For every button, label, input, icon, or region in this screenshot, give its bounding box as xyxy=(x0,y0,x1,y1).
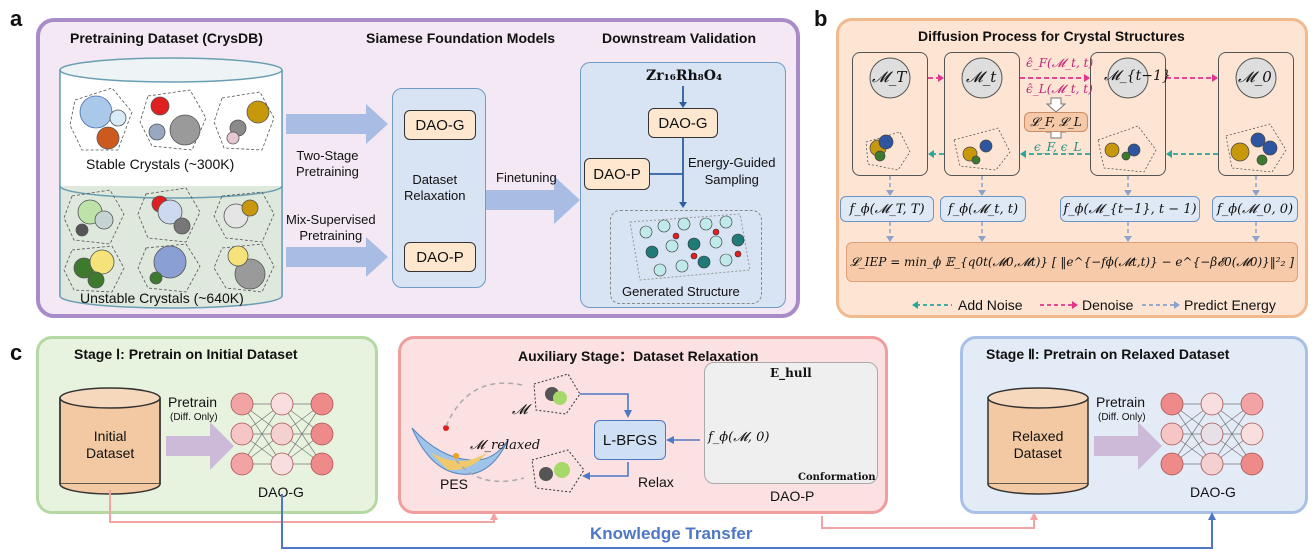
unstable-crystal-2 xyxy=(137,187,201,243)
aux-dao-p-label: DAO-P xyxy=(770,488,815,504)
relax-label: Relax xyxy=(638,474,674,490)
f-box-mt-cap: f_ϕ(𝓜_T, T) xyxy=(840,196,934,222)
generated-structure-box xyxy=(610,210,762,304)
stable-crystal-2 xyxy=(139,89,207,151)
lbfgs-node: L-BFGS xyxy=(594,420,666,460)
state-label-m0: 𝓜_0 xyxy=(1238,68,1272,86)
legend-denoise: Denoise xyxy=(1082,297,1134,313)
state-label-mt1: 𝓜_{t−1} xyxy=(1104,68,1171,84)
state-crystal-mt-small xyxy=(953,127,1011,171)
state-box-mt-cap xyxy=(852,52,928,176)
eps-l-label: ϵ̂_L(𝓜_t, t) xyxy=(1026,82,1093,96)
panel-b-title: Diffusion Process for Crystal Structures xyxy=(918,28,1185,44)
legend-add-noise: Add Noise xyxy=(958,297,1023,313)
panel-b-label: b xyxy=(814,6,828,31)
f-box-mt: f_ϕ(𝓜_t, t) xyxy=(940,196,1026,222)
state-crystal-m0 xyxy=(1225,123,1287,173)
finetuning-label: Finetuning xyxy=(496,170,557,185)
stage2-pretrain-label: Pretrain xyxy=(1096,394,1146,410)
unstable-crystal-1 xyxy=(63,189,125,245)
downstream-dao-p-node: DAO-P xyxy=(584,158,650,190)
stage2-title: Stage Ⅱ: Pretrain on Relaxed Dataset xyxy=(986,346,1230,362)
panel-a-label: a xyxy=(10,6,23,31)
stage2-diff-only-label: (Diff. Only) xyxy=(1098,412,1146,423)
unstable-crystal-3 xyxy=(213,191,275,243)
stable-crystal-3 xyxy=(213,91,275,151)
stage1-pretrain-label: Pretrain xyxy=(168,394,218,410)
m-label: 𝓜 xyxy=(512,402,528,418)
panel-c-label: c xyxy=(10,340,23,365)
stage1-title: Stage Ⅰ: Pretrain on Initial Dataset xyxy=(74,346,298,362)
state-crystal-mt1 xyxy=(1097,125,1157,173)
eps-f-label: ϵ̂_F(𝓜_t, t) xyxy=(1026,56,1094,70)
eps-true-label: ϵ_F, ϵ_L xyxy=(1034,140,1082,154)
panel-a-title-models: Siamese Foundation Models xyxy=(366,30,556,46)
dao-g-node: DAO-G xyxy=(404,110,476,140)
state-box-mt1 xyxy=(1090,52,1166,176)
aux-title: Auxiliary Stage：Dataset Relaxation xyxy=(518,348,759,364)
stage1-dao-g-label: DAO-G xyxy=(258,484,304,500)
conformation-label: Conformation xyxy=(798,472,876,483)
unstable-crystal-4 xyxy=(63,245,125,293)
knowledge-transfer-label: Knowledge Transfer xyxy=(590,524,753,543)
state-label-mt-cap: 𝓜_T xyxy=(872,68,907,86)
m-relaxed-label: 𝓜_relaxed xyxy=(470,438,541,453)
loss-fl-box: 𝓛_F, 𝓛_L xyxy=(1024,112,1088,132)
stage2-dao-g-label: DAO-G xyxy=(1190,484,1236,500)
pes-label: PES xyxy=(440,476,469,492)
dao-p-node: DAO-P xyxy=(404,242,476,272)
f-phi-label: f_ϕ(𝓜, 0) xyxy=(708,430,770,445)
formula-label: Zr₁₆Rh₈O₄ xyxy=(646,68,723,84)
loss-iep-box: 𝓛_IEP = min_ϕ 𝔼_{q0t(𝓜0,𝓜t)} [ ‖e^{−fϕ(𝓜… xyxy=(846,242,1298,282)
state-box-m0 xyxy=(1218,52,1294,176)
legend-predict-energy: Predict Energy xyxy=(1184,297,1276,313)
state-crystal-mt xyxy=(865,131,911,171)
unstable-crystal-6 xyxy=(213,243,275,293)
e-hull-label: E_hull xyxy=(770,366,812,380)
f-box-mt1: f_ϕ(𝓜_{t−1}, t − 1) xyxy=(1060,196,1200,222)
state-box-mt xyxy=(944,52,1020,176)
unstable-crystal-5 xyxy=(137,243,201,293)
panel-a-title-validation: Downstream Validation xyxy=(602,30,757,46)
stage1-diff-only-label: (Diff. Only) xyxy=(170,412,218,423)
generated-structure-label: Generated Structure xyxy=(622,284,740,299)
state-label-mt: 𝓜_t xyxy=(966,68,997,86)
f-box-m0: f_ϕ(𝓜_0, 0) xyxy=(1212,196,1298,222)
dao-p-box xyxy=(704,362,878,484)
panel-a-title-dataset: Pretraining Dataset (CrysDB) xyxy=(70,30,263,46)
stable-crystal-1 xyxy=(69,87,133,151)
unstable-crystals-label: Unstable Crystals (~640K) xyxy=(80,290,244,306)
stable-crystals-label: Stable Crystals (~300K) xyxy=(86,156,235,172)
downstream-dao-g-node: DAO-G xyxy=(648,108,718,138)
